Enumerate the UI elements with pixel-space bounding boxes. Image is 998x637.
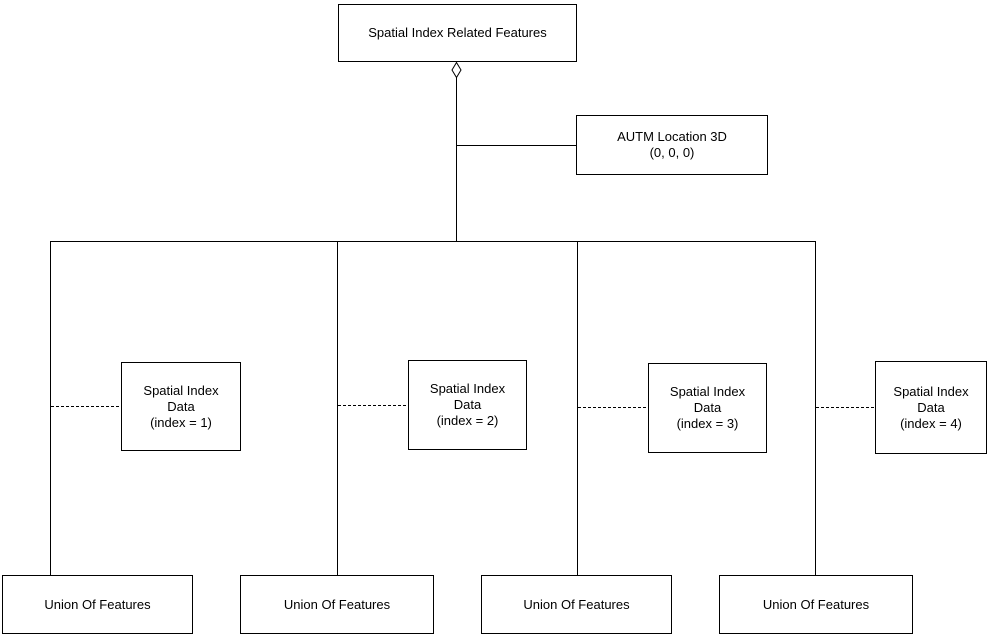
autm-location-3d-box: AUTM Location 3D (0, 0, 0) (576, 115, 768, 175)
union-of-features-box-4: Union Of Features (719, 575, 913, 634)
autm-box-label-line-2: (0, 0, 0) (649, 145, 695, 160)
sid3-label-line-2: Data (693, 400, 722, 415)
union-of-features-box-3: Union Of Features (481, 575, 672, 634)
sid1-label-line-3: (index = 1) (150, 414, 212, 430)
sid3-label-line-1: Spatial Index (669, 384, 746, 399)
union-of-features-box-2: Union Of Features (240, 575, 434, 634)
autm-box-label-line-1: AUTM Location 3D (617, 129, 727, 144)
sid4-label-line-2: Data (917, 399, 945, 415)
spatial-index-data-box-2: Spatial Index Data (index = 2) (408, 360, 527, 450)
spatial-index-data-box-1: Spatial Index Data (index = 1) (121, 362, 241, 451)
aggregation-diamond-icon (451, 61, 462, 79)
sid4-label-line-1: Spatial Index (893, 383, 969, 399)
union3-label: Union Of Features (523, 596, 630, 612)
sid3-label-line-3: (index = 3) (676, 416, 739, 431)
sid2-label-line-1: Spatial Index (429, 381, 506, 396)
sid1-label-line-2: Data (167, 398, 195, 414)
union4-label: Union Of Features (762, 596, 870, 612)
spatial-index-data-box-3: Spatial Index Data (index = 3) (648, 363, 767, 453)
spatial-index-related-features-box: Spatial Index Related Features (338, 4, 577, 62)
sid2-label-line-3: (index = 2) (436, 413, 499, 428)
spatial-index-data-box-4: Spatial Index Data (index = 4) (875, 361, 987, 454)
union2-label: Union Of Features (283, 596, 391, 612)
sid2-label-line-2: Data (453, 397, 482, 412)
sid4-label-line-3: (index = 4) (900, 415, 962, 431)
sid1-label-line-1: Spatial Index (143, 382, 219, 398)
root-box-label: Spatial Index Related Features (368, 25, 547, 40)
union1-label: Union Of Features (44, 596, 151, 612)
union-of-features-box-1: Union Of Features (2, 575, 193, 634)
